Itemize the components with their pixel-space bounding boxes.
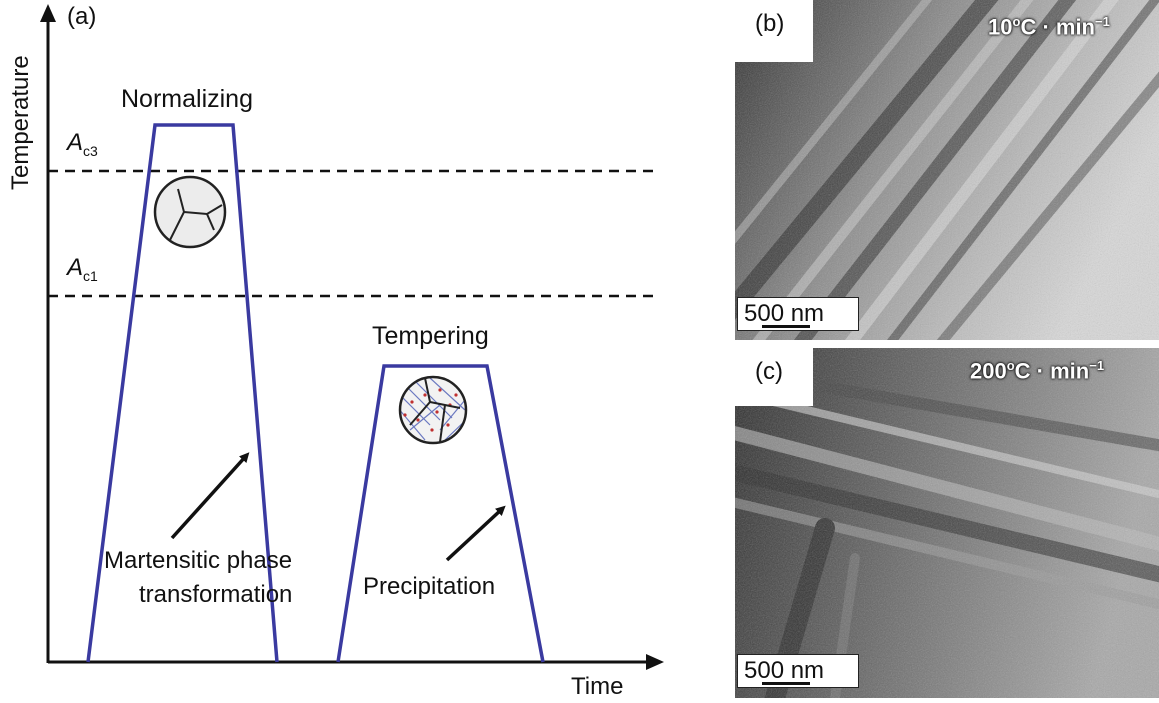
cooling-rate-c: 200oC · min−1 — [970, 358, 1105, 384]
tempering-label: Tempering — [372, 322, 489, 350]
y-axis-arrowhead — [40, 4, 56, 22]
panel-a-label: (a) — [67, 3, 96, 30]
ac3-label: Ac3 — [65, 129, 98, 159]
scale-bar-c: 500 nm — [737, 654, 859, 688]
panel-c-label: (c) — [755, 358, 783, 385]
ac1-label: Ac1 — [65, 254, 98, 284]
martensitic-label-line2: transformation — [139, 581, 292, 608]
x-axis-arrowhead — [646, 654, 664, 670]
cooling-rate-b: 10oC · min−1 — [988, 14, 1110, 40]
y-axis-label: Temperature — [7, 55, 34, 190]
micrograph-c — [735, 348, 1159, 698]
precipitation-arrow — [445, 505, 506, 562]
panel-b-tab — [735, 0, 813, 62]
tempering-curve — [336, 364, 545, 663]
tempered-grain-icon — [398, 375, 468, 445]
normalizing-curve — [86, 123, 279, 663]
scale-bar-line-b — [762, 325, 810, 328]
scale-bar-b: 500 nm — [737, 297, 859, 331]
austenite-grain-icon — [153, 175, 227, 249]
precipitation-label: Precipitation — [363, 573, 495, 600]
martensitic-arrow — [170, 452, 250, 540]
panel-separator — [735, 340, 1159, 348]
normalizing-label: Normalizing — [121, 85, 253, 113]
panel-b-label: (b) — [755, 10, 785, 37]
x-axis-label: Time — [571, 673, 623, 700]
scale-bar-line-c — [762, 682, 810, 685]
panel-c-tab — [735, 348, 813, 406]
martensitic-label: Martensitic phase — [104, 547, 292, 574]
